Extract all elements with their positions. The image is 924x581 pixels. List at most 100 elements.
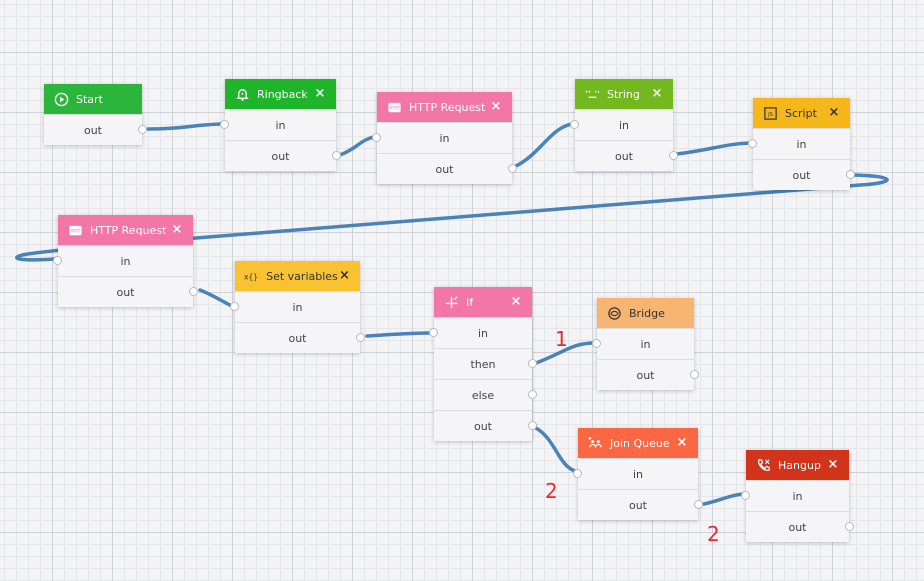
port-label: out bbox=[271, 150, 290, 163]
port-connector[interactable] bbox=[694, 500, 703, 509]
port-connector[interactable] bbox=[528, 359, 537, 368]
branch-icon bbox=[443, 294, 459, 310]
port-connector[interactable] bbox=[570, 120, 579, 129]
port-label: then bbox=[470, 358, 496, 371]
node-header[interactable]: Join Queue × bbox=[578, 428, 698, 458]
port-in: in bbox=[570, 109, 673, 140]
wire-string-script[interactable] bbox=[675, 141, 751, 156]
port-label: in bbox=[792, 490, 803, 503]
bell-icon bbox=[234, 86, 250, 102]
port-connector[interactable] bbox=[690, 370, 699, 379]
port-connector[interactable] bbox=[846, 170, 855, 179]
port-out: out bbox=[753, 159, 855, 190]
port-label: in bbox=[477, 327, 489, 340]
node-title: Script bbox=[785, 106, 817, 120]
node-header[interactable]: Start bbox=[44, 84, 142, 114]
node-title: Start bbox=[76, 92, 103, 106]
port-out: out bbox=[235, 322, 365, 353]
port-out: out bbox=[575, 140, 678, 171]
port-label: in bbox=[275, 119, 286, 132]
port-label: out bbox=[435, 163, 454, 176]
port-in: in bbox=[573, 458, 698, 489]
node-title: Join Queue bbox=[610, 436, 670, 450]
wire-start-ringback[interactable] bbox=[146, 122, 223, 131]
node-header[interactable]: Ringback× bbox=[225, 79, 336, 109]
close-icon[interactable]: × bbox=[338, 268, 350, 283]
port-connector[interactable] bbox=[332, 151, 341, 160]
port-in: in bbox=[372, 122, 512, 153]
port-connector[interactable] bbox=[230, 302, 239, 311]
port-out: out bbox=[597, 359, 699, 390]
port-connector[interactable] bbox=[220, 120, 229, 129]
port-in: in bbox=[741, 480, 849, 511]
close-icon[interactable]: × bbox=[314, 86, 326, 101]
port-label: else bbox=[471, 389, 495, 402]
node-header[interactable]: x{}Set variables× bbox=[235, 261, 360, 291]
port-connector[interactable] bbox=[528, 390, 537, 399]
svg-text:HTTP: HTTP bbox=[70, 228, 81, 233]
node-title: String bbox=[607, 87, 640, 101]
port-connector[interactable] bbox=[845, 522, 854, 531]
port-connector[interactable] bbox=[741, 491, 750, 500]
port-label: out bbox=[116, 286, 135, 299]
wire-setvars-if[interactable] bbox=[365, 331, 433, 338]
wire-if-bridge[interactable] bbox=[534, 341, 597, 365]
node-header[interactable]: JS Script × bbox=[753, 98, 850, 128]
port-label: in bbox=[618, 119, 630, 132]
port-connector[interactable] bbox=[138, 125, 147, 134]
port-connector[interactable] bbox=[592, 339, 601, 348]
port-in: in bbox=[592, 328, 694, 359]
node-header[interactable]: If× bbox=[434, 287, 532, 317]
port-connector[interactable] bbox=[573, 469, 582, 478]
close-icon[interactable]: × bbox=[490, 99, 502, 114]
node-start[interactable]: Start out bbox=[44, 84, 147, 145]
node-string[interactable]: String × in out bbox=[570, 79, 678, 171]
wire-http-setvars[interactable] bbox=[198, 288, 234, 308]
wire-joinqueue-hangup[interactable] bbox=[702, 492, 745, 506]
script-icon: JS bbox=[762, 105, 778, 121]
port-label: out bbox=[636, 369, 655, 382]
close-icon[interactable]: × bbox=[676, 435, 688, 450]
node-header[interactable]: String × bbox=[575, 79, 673, 109]
port-connector[interactable] bbox=[53, 256, 62, 265]
close-icon[interactable]: × bbox=[828, 105, 840, 120]
node-header[interactable]: Hangup× bbox=[746, 450, 849, 480]
wire-http-string[interactable] bbox=[512, 122, 574, 169]
node-header[interactable]: Bridge bbox=[597, 298, 694, 328]
port-label: out bbox=[288, 332, 307, 345]
port-connector[interactable] bbox=[528, 421, 537, 430]
svg-text:x{}: x{} bbox=[244, 272, 258, 281]
port-connector[interactable] bbox=[372, 133, 381, 142]
bridge-icon bbox=[606, 305, 622, 321]
node-ringback[interactable]: Ringback× in out bbox=[220, 79, 341, 171]
close-icon[interactable]: × bbox=[651, 86, 663, 101]
port-in: in bbox=[429, 317, 532, 348]
string-icon bbox=[584, 86, 600, 102]
port-connector[interactable] bbox=[748, 139, 757, 148]
annotation-out-number: 2 bbox=[545, 479, 558, 503]
close-icon[interactable]: × bbox=[171, 222, 183, 237]
port-connector[interactable] bbox=[189, 287, 198, 296]
wire-if-joinqueue[interactable] bbox=[534, 426, 577, 473]
port-connector[interactable] bbox=[356, 333, 365, 342]
port-label: out bbox=[83, 124, 102, 137]
port-in: in bbox=[748, 128, 850, 159]
close-icon[interactable]: × bbox=[510, 294, 522, 309]
port-connector[interactable] bbox=[669, 151, 678, 160]
close-icon[interactable]: × bbox=[827, 457, 839, 472]
port-connector[interactable] bbox=[508, 164, 517, 173]
wire-ringback-http[interactable] bbox=[338, 135, 376, 157]
port-out: out bbox=[377, 153, 517, 184]
port-out: out bbox=[58, 276, 198, 307]
port-connector[interactable] bbox=[429, 328, 438, 337]
